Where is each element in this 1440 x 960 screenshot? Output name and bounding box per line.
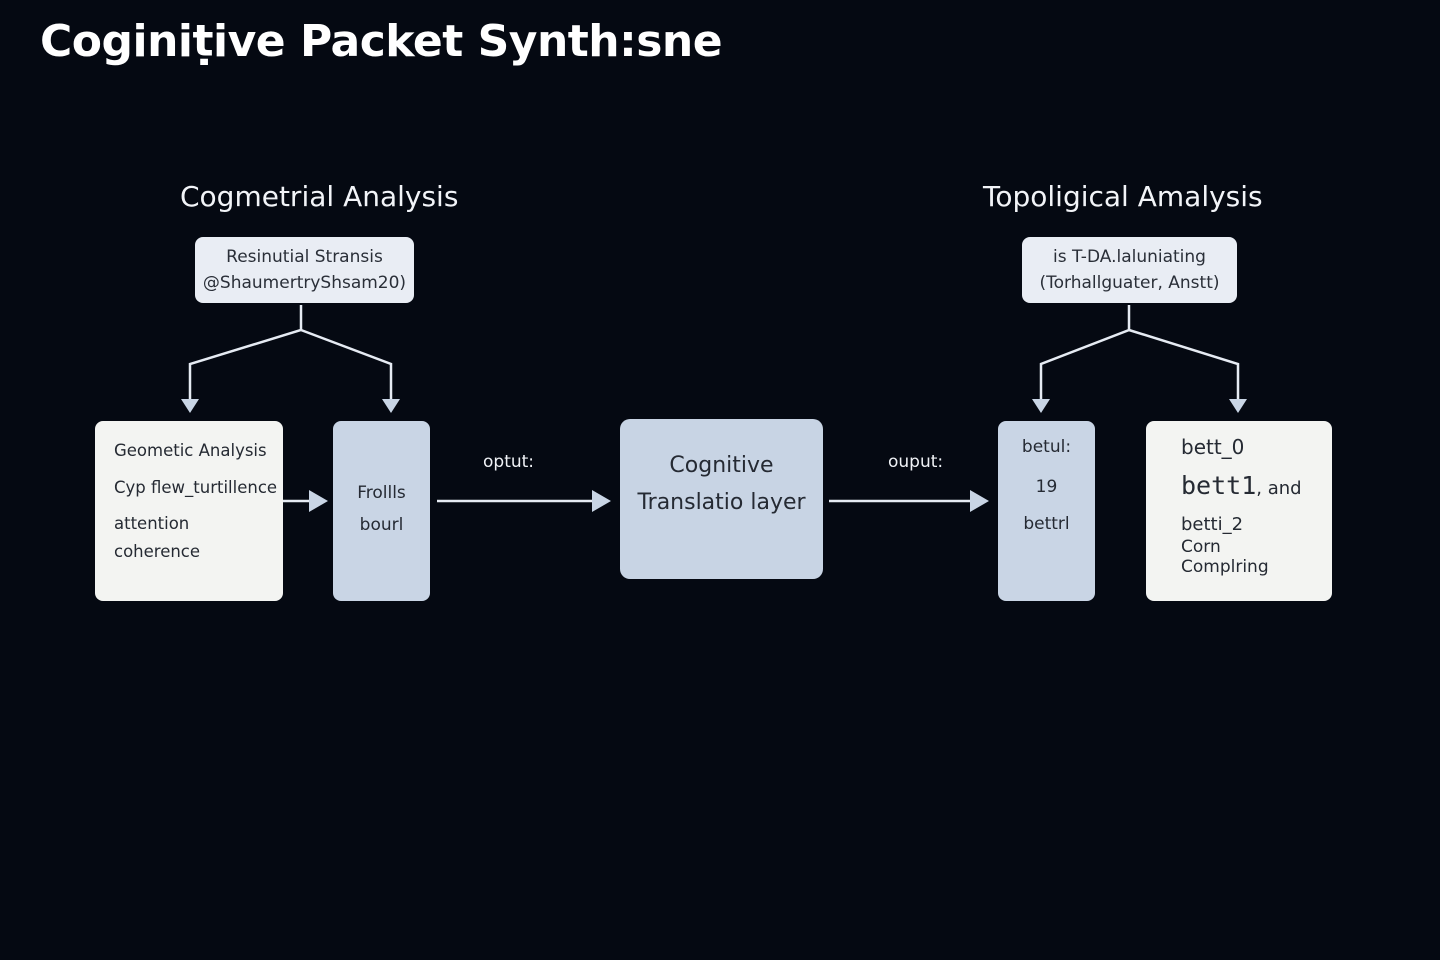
geo-line: Geometic Analysis — [114, 441, 267, 460]
betti-1-row: bett1, and — [1181, 471, 1302, 500]
frolls-node[interactable]: Frollls bourl — [333, 421, 430, 601]
betti-1-suffix: , and — [1256, 478, 1302, 499]
geo-line: attention — [114, 514, 190, 533]
arrowhead-right-icon — [970, 490, 989, 512]
betti-2-label: betti_2 — [1181, 514, 1244, 535]
geo-line: coherence — [114, 542, 201, 561]
right-source-node[interactable]: is T-DA.laluniating (Torhallguater, Anst… — [1022, 237, 1237, 303]
left-tree-connector — [188, 305, 303, 400]
frolls-line: bourl — [359, 515, 404, 535]
left-source-line1: Resinutial Stransis — [226, 247, 383, 267]
right-output-label: ouput: — [888, 452, 944, 472]
arrowhead-right-icon — [309, 490, 328, 512]
right-section-heading: Topoligical Amalysis — [983, 180, 1263, 213]
betti-1-label: bett1 — [1181, 471, 1257, 500]
right-source-line2: (Torhallguater, Anstt) — [1039, 273, 1220, 293]
left-tree-connector-right — [300, 328, 393, 400]
left-source-node[interactable]: Resinutial Stransis @ShaumertryShsam20) — [195, 237, 414, 303]
betti-line: Corn — [1181, 537, 1221, 557]
betul-line: bettrl — [1023, 514, 1070, 534]
geo-line: Cyp flew_turtillence — [114, 478, 278, 497]
arrowhead-down-icon — [382, 399, 400, 413]
arrowhead-right-icon — [592, 490, 611, 512]
betti-line: Complring — [1181, 557, 1269, 577]
center-line: Translatio layer — [637, 490, 806, 515]
betti-0-label: bett_0 — [1181, 435, 1245, 459]
betul-node[interactable]: betul: 19 bettrl — [998, 421, 1095, 601]
arrowhead-down-icon — [1032, 399, 1050, 413]
betul-value: 19 — [1035, 477, 1058, 497]
frolls-line: Frollls — [357, 483, 406, 503]
arrowhead-down-icon — [181, 399, 199, 413]
betul-line: betul: — [1021, 437, 1072, 457]
left-source-line2: @ShaumertryShsam20) — [202, 273, 407, 293]
arrowhead-down-icon — [1229, 399, 1247, 413]
right-tree-connector-right — [1128, 328, 1240, 400]
center-line: Cognitive — [669, 453, 774, 478]
cognitive-translation-layer-node[interactable]: Cognitive Translatio layer — [620, 419, 823, 579]
geometric-analysis-node[interactable]: Geometic Analysis Cyp flew_turtillence a… — [95, 421, 283, 601]
left-section-heading: Cogmetrial Analysis — [180, 180, 459, 213]
left-output-label: optut: — [483, 452, 535, 472]
right-tree-connector — [1039, 305, 1131, 400]
betti-numbers-node[interactable]: bett_0 bett1, and betti_2 Corn Complring — [1146, 421, 1332, 601]
page-title: Coginiṭive Packet Synth:sne — [40, 16, 723, 67]
right-source-line1: is T-DA.laluniating — [1053, 247, 1206, 267]
